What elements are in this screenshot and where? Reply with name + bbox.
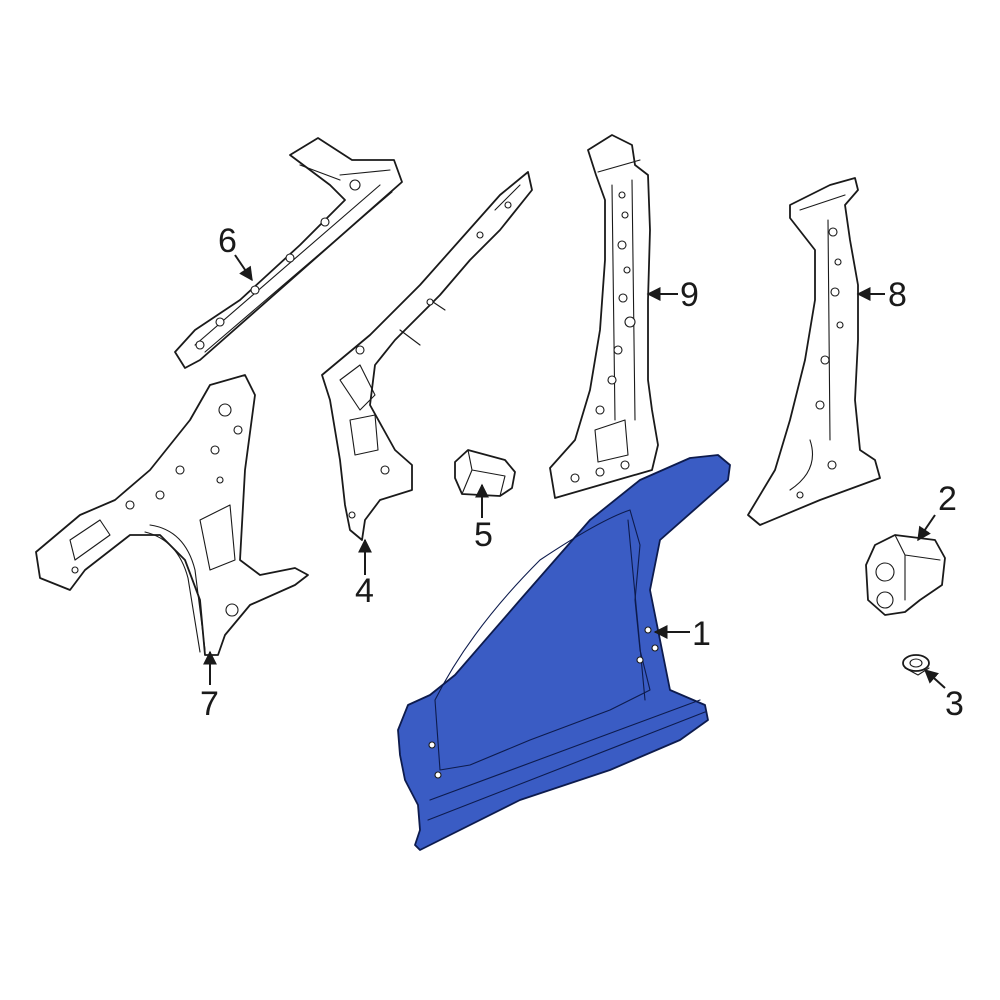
part-3-clip[interactable]: [902, 654, 930, 676]
part-1-body-side-aperture[interactable]: [397, 454, 731, 851]
callout-6: 6: [218, 222, 237, 260]
part-6-roof-rail[interactable]: [174, 137, 403, 369]
leader-3: [923, 669, 946, 689]
part-2-connector[interactable]: [865, 534, 946, 616]
callout-3: 3: [945, 685, 964, 723]
part-9-b-pillar-inner[interactable]: [549, 134, 659, 499]
callout-9: 9: [680, 276, 699, 314]
part-7-quarter-inner[interactable]: [35, 374, 309, 656]
leader-6: [234, 254, 253, 282]
part-5-bracket[interactable]: [454, 449, 516, 497]
callout-7: 7: [200, 685, 219, 723]
callout-5: 5: [474, 516, 493, 554]
callout-1: 1: [692, 615, 711, 653]
callout-8: 8: [888, 276, 907, 314]
callout-4: 4: [355, 572, 374, 610]
callout-2: 2: [938, 480, 957, 518]
leader-2: [917, 514, 936, 542]
part-8-b-pillar-outer[interactable]: [747, 177, 881, 526]
part-4-a-pillar-reinforcement[interactable]: [321, 171, 533, 541]
